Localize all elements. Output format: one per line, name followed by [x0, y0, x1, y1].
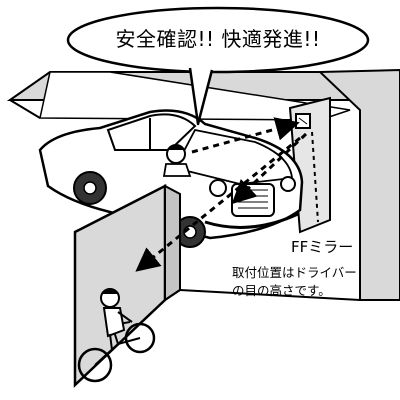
- garage-floor: [164, 289, 361, 301]
- speech-bubble-text: 安全確認!! 快適発進!!: [115, 27, 321, 51]
- cyclist-icon: [77, 288, 156, 383]
- driver-icon: [162, 144, 192, 177]
- speech-bubble: [66, 6, 370, 126]
- mirror-label-note-line1: 取付位置はドライバー: [232, 265, 357, 280]
- convex-mirror-icon: [295, 113, 311, 129]
- mirror-label-note-line2: の目の高さです。: [232, 283, 331, 298]
- mirror-label-note: 取付位置はドライバー の目の高さです。: [232, 264, 397, 300]
- mirror-label-title: FFミラー: [291, 238, 354, 256]
- garage-left-wall: [73, 183, 181, 388]
- sight-line-arrows: [135, 117, 319, 272]
